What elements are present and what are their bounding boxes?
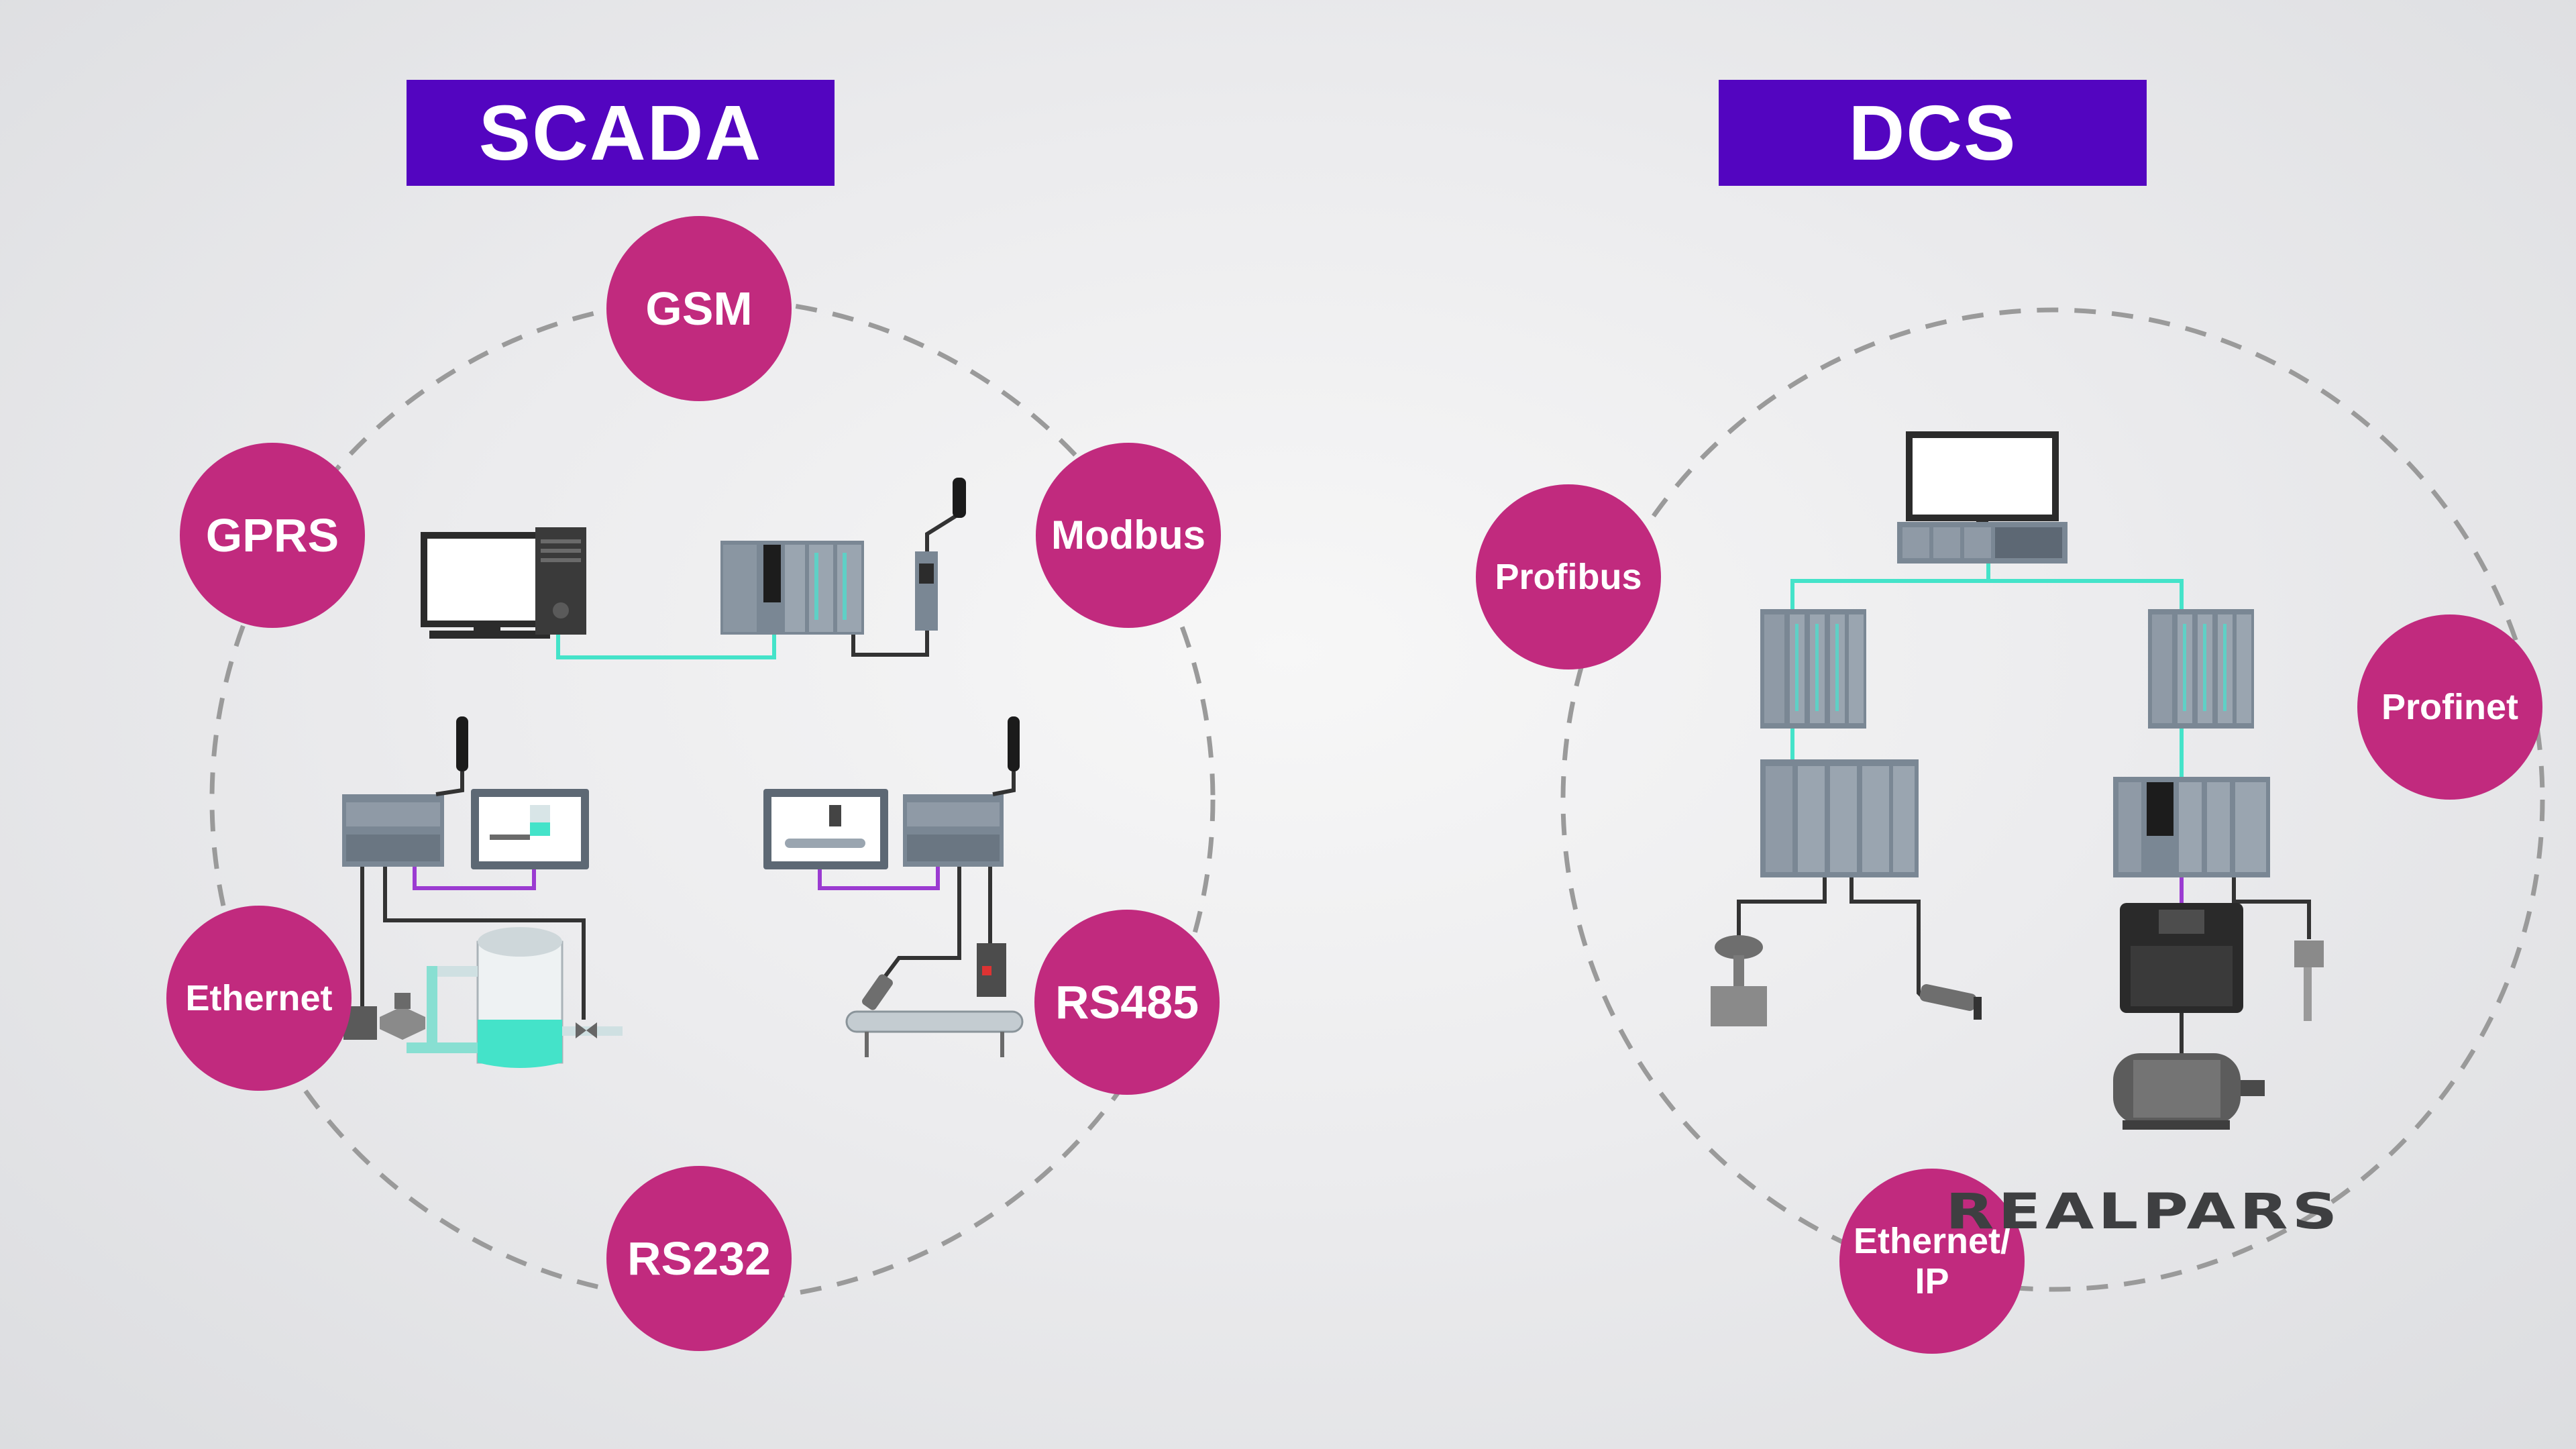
right-rtu-icon [903,716,1020,867]
protocol-bubble-ethernet: Ethernet [166,906,352,1091]
control-valve-icon [343,993,425,1040]
left-io-rack-icon [1760,759,1919,877]
protocol-label: RS485 [1055,975,1199,1028]
realpars-logo: REALPARS [1945,1183,2342,1241]
outlet-valve-icon [576,1022,597,1038]
right-controller-rack-icon [2148,609,2254,729]
dcs-title: DCS [1719,80,2147,186]
electric-motor-icon [2113,1053,2265,1130]
dcs-dashed-ring [1560,307,2545,1292]
proximity-sensor-icon [862,974,893,1010]
protocol-label: Ethernet/ IP [1853,1220,2011,1301]
protocol-bubble-ethernet-ip: Ethernet/ IP [1839,1169,2025,1354]
protocol-label: GPRS [205,508,339,561]
scada-dashed-ring [209,297,1216,1303]
storage-tank-icon [407,927,623,1068]
protocol-label: Profibus [1495,556,1642,597]
protocol-bubble-modbus: Modbus [1036,443,1221,628]
scada-title: SCADA [407,80,835,186]
protocol-bubble-profibus: Profibus [1476,484,1661,669]
dcs-proximity-sensor-icon [1919,984,1982,1020]
protocol-bubble-rs485: RS485 [1034,910,1220,1095]
left-hmi-panel-icon [471,789,589,869]
dcs-control-valve-icon [1711,935,1767,1026]
protocol-bubble-gsm: GSM [606,216,792,401]
protocol-bubble-profinet: Profinet [2357,614,2542,800]
protocol-label: Modbus [1051,513,1205,558]
left-rtu-icon [342,716,468,867]
right-hmi-panel-icon [763,789,888,869]
right-io-rack-icon [2113,777,2270,877]
desktop-computer-icon [421,527,586,639]
protocol-label: Profinet [2381,686,2518,727]
server-rack-icon [1897,522,2068,564]
rtu-antenna-icon [915,478,966,631]
protocol-bubble-rs232: RS232 [606,1166,792,1351]
variable-frequency-drive-icon [2120,903,2243,1013]
operator-station-monitor-icon [1906,431,2059,527]
photo-sensor-icon [977,943,1006,997]
protocol-label: GSM [645,282,753,335]
plc-rack-icon [720,541,864,635]
protocol-label: RS232 [627,1232,771,1285]
protocol-label: Ethernet [185,977,333,1018]
protocol-bubble-gprs: GPRS [180,443,365,628]
temperature-probe-icon [2294,941,2324,1021]
conveyor-belt-icon [845,1010,1024,1057]
left-controller-rack-icon [1760,609,1866,729]
